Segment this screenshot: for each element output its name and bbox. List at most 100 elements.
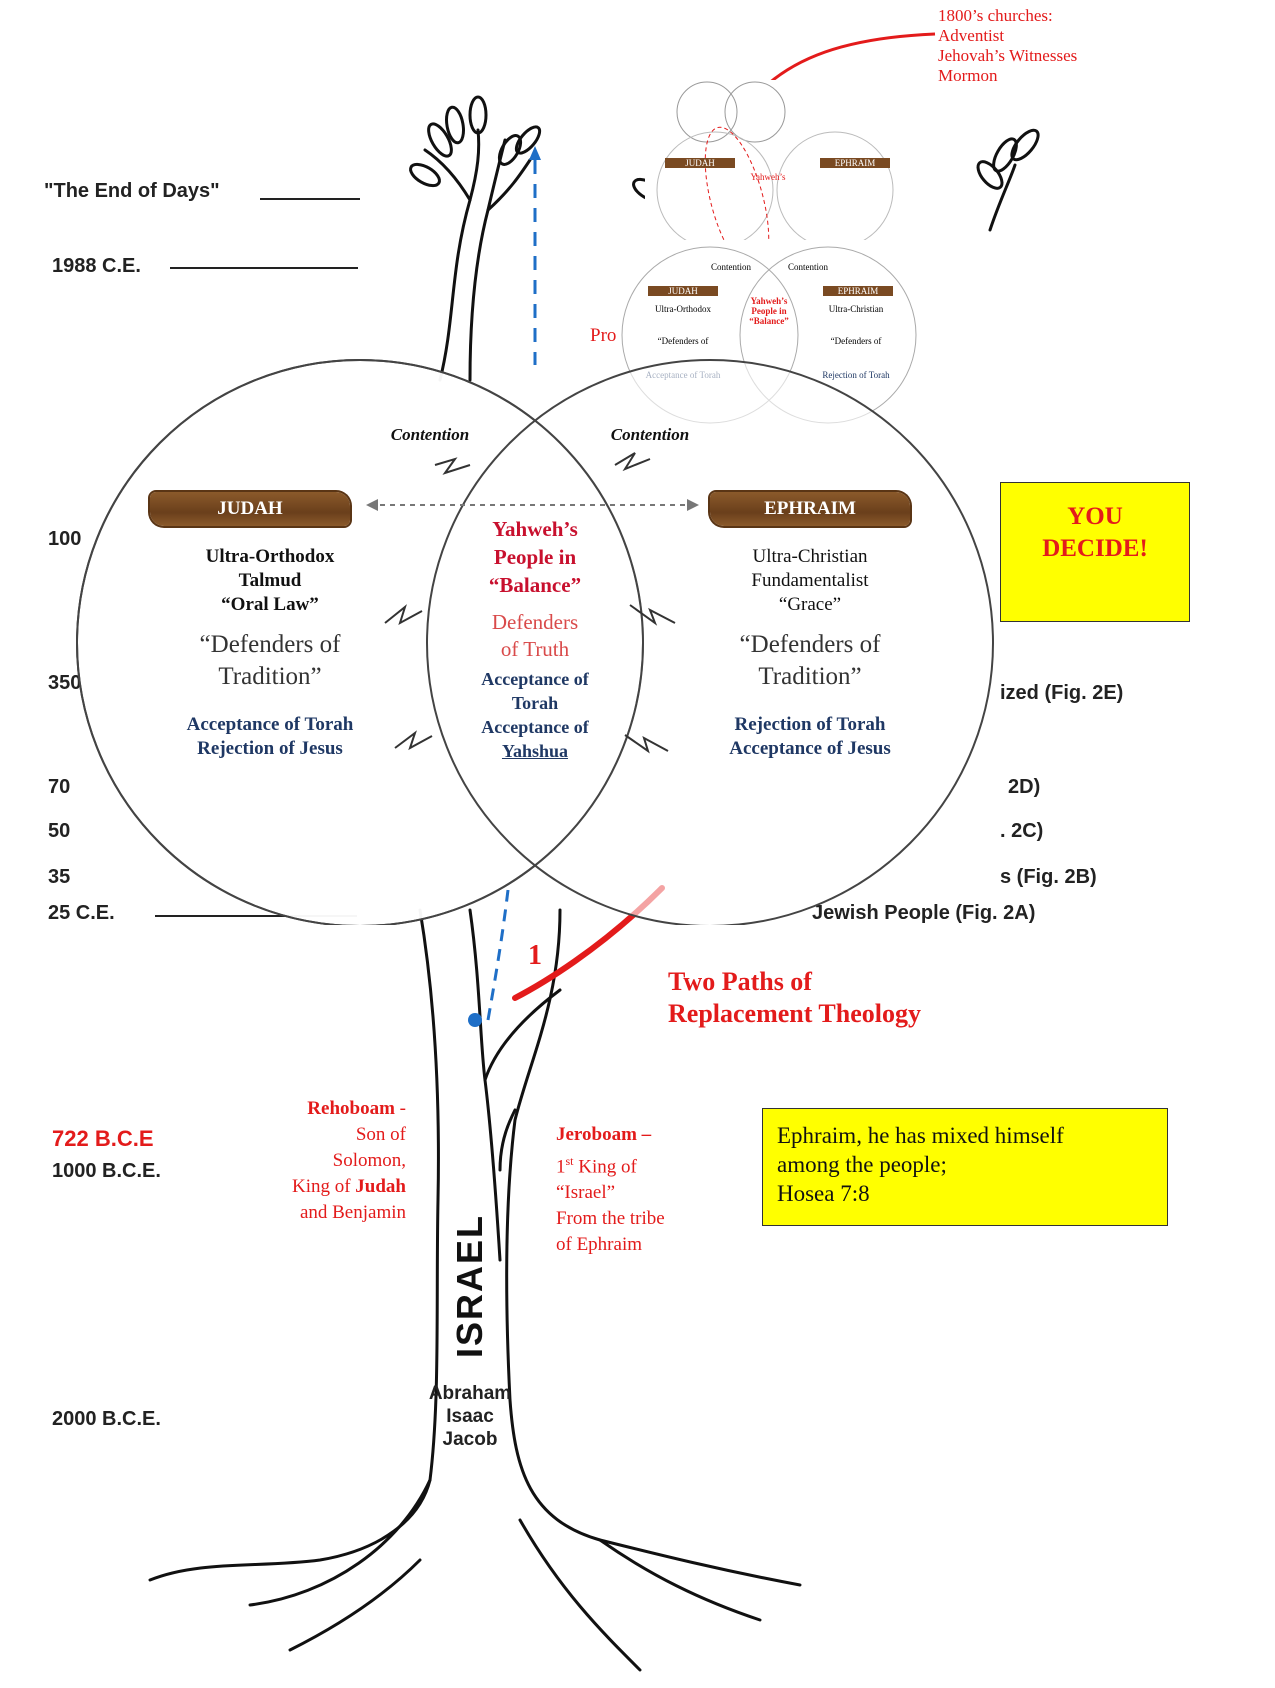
jeroboam-name: Jeroboam –	[556, 1124, 652, 1145]
mini-bottom-center-1: Yahweh’s	[750, 296, 788, 306]
fig-2b-label: s (Fig. 2B)	[1000, 866, 1097, 888]
you-decide-line1: YOU	[1067, 503, 1123, 530]
center-line7: Torah	[511, 693, 559, 713]
ephraim-banner: EPHRAIM	[710, 492, 910, 526]
partial-protestant-label: Pro	[590, 325, 617, 346]
center-line6: Acceptance of	[481, 669, 589, 689]
center-line4: Defenders	[491, 610, 579, 634]
rehoboam-name: Rehoboam	[307, 1098, 395, 1119]
timeline-1988: 1988 C.E.	[52, 255, 141, 277]
fig-2c-label: . 2C)	[1000, 820, 1044, 842]
judah-line7: Rejection of Jesus	[197, 738, 343, 759]
hosea-line2: among the people;	[777, 1152, 947, 1177]
rehoboam-dash: -	[394, 1098, 406, 1119]
ephraim-line2: Fundamentalist	[751, 570, 869, 591]
patriarchs-label: Abraham Isaac Jacob	[415, 1382, 525, 1451]
judah-line3: “Oral Law”	[221, 594, 319, 615]
mini-bottom-judah: JUDAH	[648, 286, 718, 296]
ephraim-line6: Rejection of Torah	[734, 714, 886, 735]
timeline-line-end-of-days	[260, 198, 360, 200]
timeline-70: 70	[48, 776, 71, 798]
mini-bottom-ephraim-1: Ultra-Christian	[828, 304, 884, 314]
timeline-50: 50	[48, 820, 71, 842]
churches-note-line2: Adventist	[938, 26, 1005, 45]
mini-bottom-center-3: “Balance”	[749, 316, 789, 326]
jacob-label: Jacob	[442, 1429, 498, 1450]
mini-bottom-ephraim-4: “Defenders of	[830, 336, 882, 346]
mini-bottom-center-2: People in	[751, 306, 787, 316]
rehoboam-line4: King of Judah	[240, 1174, 406, 1200]
two-paths-line1: Two Paths of	[668, 967, 812, 996]
two-paths-line2: Replacement Theology	[668, 999, 921, 1028]
judah-line5: Tradition”	[218, 663, 322, 690]
mini-venn-top: JUDAH EPHRAIM Yahweh’s	[645, 80, 925, 240]
churches-note-line4: Mormon	[938, 66, 998, 85]
ephraim-text: Ultra-Christian Fundamentalist “Grace” “…	[680, 545, 940, 761]
mini-bottom-contention-left: Contention	[711, 262, 751, 272]
rehoboam-line3: Solomon,	[332, 1150, 406, 1171]
judah-line4: “Defenders of	[199, 631, 341, 658]
judah-line1: Ultra-Orthodox	[205, 546, 335, 567]
you-decide-box: YOU DECIDE!	[1000, 482, 1190, 622]
center-line1: Yahweh’s	[492, 517, 578, 541]
judah-text: Ultra-Orthodox Talmud “Oral Law” “Defend…	[140, 545, 400, 761]
jeroboam-label: Jeroboam – 1st King of “Israel” From the…	[556, 1122, 665, 1258]
jeroboam-line5: of Ephraim	[556, 1234, 643, 1256]
jeroboam-line2-num: 1	[556, 1156, 566, 1178]
jeroboam-line2-rest: King of	[573, 1156, 637, 1178]
rehoboam-line4-bold: Judah	[355, 1176, 406, 1197]
mini-top-center: Yahweh’s	[750, 172, 786, 182]
center-line3: “Balance”	[488, 573, 582, 597]
judah-line2: Talmud	[238, 570, 302, 591]
timeline-100: 100	[48, 528, 82, 550]
churches-note-line1: 1800’s churches:	[938, 6, 1053, 25]
mini-bottom-ephraim: EPHRAIM	[823, 286, 893, 296]
center-text: Yahweh’s People in “Balance” Defenders o…	[455, 515, 615, 763]
churches-note-line3: Jehovah’s Witnesses	[938, 46, 1078, 65]
ephraim-line7: Acceptance of Jesus	[729, 738, 891, 759]
judah-line6: Acceptance of Torah	[186, 714, 354, 735]
judah-banner: JUDAH	[150, 492, 350, 526]
isaac-label: Isaac	[446, 1406, 494, 1427]
timeline-35: 35	[48, 866, 71, 888]
contention-right-label: Contention	[610, 425, 690, 444]
rehoboam-label: Rehoboam - Son of Solomon, King of Judah…	[240, 1096, 406, 1226]
timeline-25: 25 C.E.	[48, 902, 115, 924]
center-line8: Acceptance of	[481, 717, 589, 737]
jeroboam-line3: “Israel”	[556, 1182, 616, 1204]
jeroboam-line4: From the tribe	[556, 1208, 665, 1230]
timeline-350: 350	[48, 672, 82, 694]
mini-bottom-judah-1: Ultra-Orthodox	[655, 304, 711, 314]
israel-label: ISRAEL	[449, 1214, 490, 1359]
rehoboam-line5: and Benjamin	[299, 1202, 406, 1223]
fig-2d-label: 2D)	[1008, 776, 1041, 798]
jeroboam-line2: 1st King of	[556, 1148, 665, 1180]
abraham-label: Abraham	[428, 1383, 512, 1404]
two-paths-label: Two Paths of Replacement Theology	[668, 966, 921, 1030]
timeline-line-25	[155, 915, 357, 917]
churches-note: 1800’s churches: Adventist Jehovah’s Wit…	[938, 6, 1077, 86]
mini-top-judah: JUDAH	[665, 158, 735, 168]
mini-top-ephraim: EPHRAIM	[820, 158, 890, 168]
timeline-line-1988	[170, 267, 358, 269]
rehoboam-line2: Son of	[355, 1124, 406, 1145]
hosea-line3: Hosea 7:8	[777, 1181, 870, 1206]
mini-bottom-contention-right: Contention	[788, 262, 828, 272]
hosea-box: Ephraim, he has mixed himself among the …	[762, 1108, 1168, 1226]
center-line9: Yahshua	[501, 741, 569, 761]
ephraim-line3: “Grace”	[778, 594, 842, 615]
blue-dashed-arrow	[529, 146, 541, 365]
mini-bottom-judah-4: “Defenders of	[657, 336, 709, 346]
contention-left-label: Contention	[390, 425, 470, 444]
rehoboam-line1: Rehoboam -	[240, 1096, 406, 1122]
fig-2e-label: ized (Fig. 2E)	[1000, 682, 1124, 704]
timeline-1000-bce: 1000 B.C.E.	[52, 1160, 161, 1182]
you-decide-line2: DECIDE!	[1042, 535, 1148, 562]
timeline-end-of-days: "The End of Days"	[44, 180, 220, 202]
mini-bottom-ephraim-6: Rejection of Torah	[822, 370, 890, 380]
center-line2: People in	[493, 545, 577, 569]
hosea-line1: Ephraim, he has mixed himself	[777, 1123, 1064, 1148]
main-venn: Contention Contention JUDAH EPHRAIM Ultr…	[70, 355, 995, 925]
ephraim-line4: “Defenders of	[739, 631, 881, 658]
timeline-2000-bce: 2000 B.C.E.	[52, 1408, 161, 1430]
